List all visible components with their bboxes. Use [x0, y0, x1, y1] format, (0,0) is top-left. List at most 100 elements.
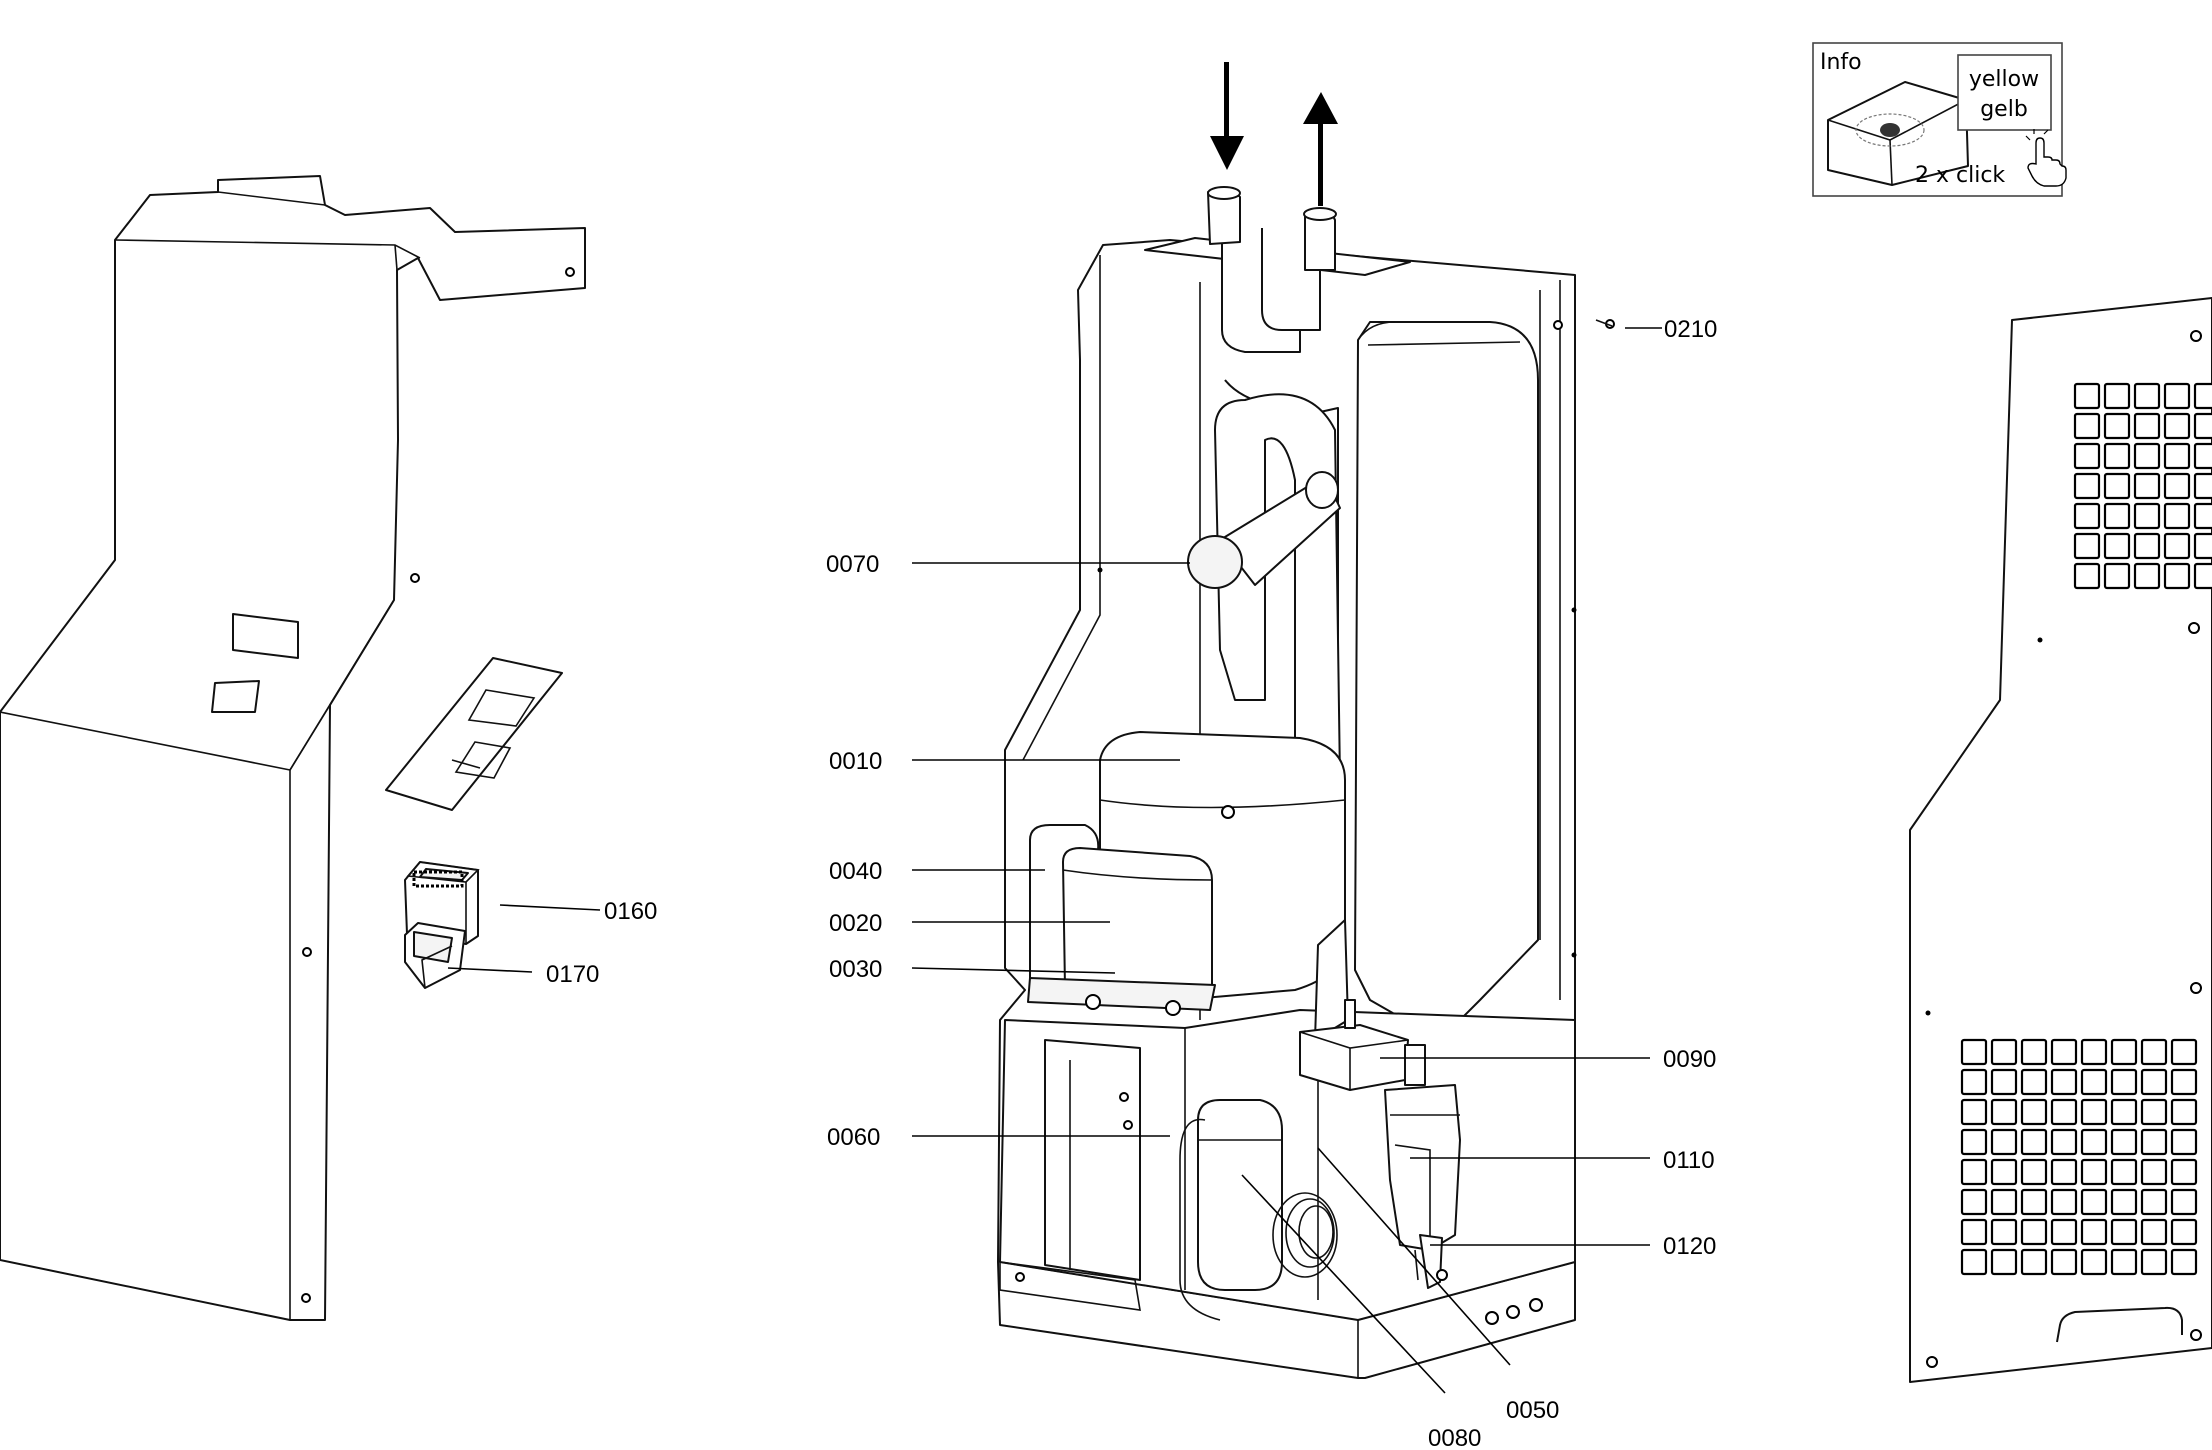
grille-opening [2073, 382, 2101, 410]
grille-opening [2163, 382, 2191, 410]
grille-opening [2080, 1218, 2108, 1246]
grille-opening [1990, 1218, 2018, 1246]
grille-opening [2110, 1218, 2138, 1246]
grille-opening [2110, 1038, 2138, 1066]
grille-opening [2110, 1068, 2138, 1096]
grille-opening [2140, 1158, 2168, 1186]
grille-opening [1960, 1218, 1988, 1246]
grille-opening [1960, 1158, 1988, 1186]
part-0060-base-tray [999, 1009, 1576, 1325]
grille-opening [2080, 1038, 2108, 1066]
info-title: Info [1820, 50, 1862, 75]
grille-opening [2073, 562, 2101, 590]
front-cover-panel [0, 175, 586, 1321]
part-0090-valve [1299, 999, 1426, 1091]
grille-opening [2140, 1248, 2168, 1276]
grille-opening [2133, 472, 2161, 500]
grille-opening [2133, 412, 2161, 440]
inlet-fitting [1207, 186, 1241, 245]
grille-opening [2103, 442, 2131, 470]
grille-opening [2110, 1128, 2138, 1156]
grille-opening [2020, 1098, 2048, 1126]
grille-opening [2193, 472, 2212, 500]
grille-opening [2103, 382, 2131, 410]
grille-opening [2140, 1218, 2168, 1246]
grille-opening [2050, 1218, 2078, 1246]
side-grille-panel [1909, 297, 2212, 1383]
grille-opening [2170, 1248, 2198, 1276]
label-0120: 0120 [1663, 1233, 1716, 1260]
grille-opening [1960, 1188, 1988, 1216]
part-0170-switch [404, 922, 466, 989]
grille-opening [1960, 1128, 1988, 1156]
grille-opening [2170, 1038, 2198, 1066]
outlet-fitting [1303, 207, 1337, 271]
grille-opening [2133, 532, 2161, 560]
label-0060: 0060 [827, 1124, 880, 1151]
grille-opening [2193, 442, 2212, 470]
grille-opening [2020, 1068, 2048, 1096]
flow-in-arrow-icon [1210, 62, 1244, 170]
part-0210-screw [1595, 319, 1615, 329]
grille-opening [2110, 1098, 2138, 1126]
label-0050: 0050 [1506, 1397, 1559, 1424]
grille-opening [2140, 1038, 2168, 1066]
grille-opening [2193, 412, 2212, 440]
grille-opening [2140, 1068, 2168, 1096]
grille-opening [2080, 1158, 2108, 1186]
grille-opening [2020, 1128, 2048, 1156]
grille-opening [1990, 1068, 2018, 1096]
grille-opening [1960, 1068, 1988, 1096]
info-action: 2 x click [1915, 163, 2005, 188]
grille-opening [2080, 1128, 2108, 1156]
grille-opening [2140, 1188, 2168, 1216]
grille-opening [2193, 532, 2212, 560]
grille-opening [2020, 1038, 2048, 1066]
grille-opening [2163, 502, 2191, 530]
leader-lines [447, 327, 1662, 1394]
grille-opening [2020, 1188, 2048, 1216]
grille-opening [2103, 562, 2131, 590]
hand-pointer-icon [2025, 129, 2067, 187]
grille-opening [2140, 1098, 2168, 1126]
grille-opening [1990, 1038, 2018, 1066]
grille-opening [2170, 1218, 2198, 1246]
flow-out-arrow-icon [1303, 92, 1338, 206]
grille-opening [2103, 532, 2131, 560]
label-0070: 0070 [826, 551, 879, 578]
grille-opening [2193, 562, 2212, 590]
label-0160: 0160 [604, 898, 657, 925]
grille-opening [1960, 1098, 1988, 1126]
grille-opening [1990, 1188, 2018, 1216]
label-0080: 0080 [1428, 1425, 1481, 1450]
grille-opening [2073, 532, 2101, 560]
grille-opening [2133, 382, 2161, 410]
label-0040: 0040 [829, 858, 882, 885]
label-0110: 0110 [1663, 1147, 1715, 1174]
grille-opening [2080, 1098, 2108, 1126]
grille-opening [2080, 1068, 2108, 1096]
grille-opening [2163, 412, 2191, 440]
grille-opening [2050, 1038, 2078, 1066]
info-box[interactable]: Info yellow gelb 2 x click [1812, 42, 2067, 197]
grille-opening [1990, 1248, 2018, 1276]
grille-opening [2103, 472, 2131, 500]
grille-opening [2133, 502, 2161, 530]
grille-opening [2073, 442, 2101, 470]
grille-opening [1960, 1038, 1988, 1066]
grille-opening [2020, 1218, 2048, 1246]
grille-opening [1990, 1158, 2018, 1186]
grille-opening [2080, 1188, 2108, 1216]
label-0020: 0020 [829, 910, 882, 937]
grille-opening [2050, 1248, 2078, 1276]
grille-opening [2050, 1098, 2078, 1126]
grille-opening [2073, 412, 2101, 440]
grille-opening [2170, 1128, 2198, 1156]
grille-opening [1990, 1128, 2018, 1156]
grille-opening [2163, 442, 2191, 470]
grille-opening [2170, 1068, 2198, 1096]
part-0080-capillary-coil [1179, 1099, 1338, 1321]
grille-opening [2050, 1188, 2078, 1216]
grille-opening [2050, 1128, 2078, 1156]
grille-opening [2050, 1158, 2078, 1186]
